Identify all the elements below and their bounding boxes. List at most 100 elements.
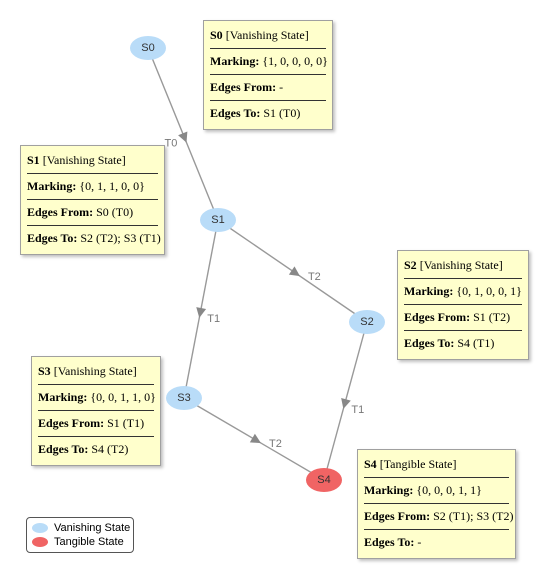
edge-s1-s3: T1 bbox=[183, 219, 220, 399]
legend-vanishing-label: Vanishing State bbox=[54, 522, 131, 534]
legend: Vanishing State Tangible State bbox=[26, 517, 134, 553]
state-info-s4: S4 [Tangible State]Marking: {0, 0, 0, 1,… bbox=[357, 449, 516, 559]
state-node-label: S3 bbox=[177, 392, 190, 404]
legend-tangible: Tangible State bbox=[32, 535, 128, 549]
edges-to-row-value: S1 (T0) bbox=[263, 106, 301, 120]
state-node-s4[interactable]: S4 bbox=[306, 468, 342, 492]
state-title-label: S3 bbox=[38, 364, 51, 378]
state-title-value: Vanishing State bbox=[46, 153, 122, 167]
arrow-head-icon bbox=[288, 266, 300, 277]
marking-row: Marking: {0, 1, 1, 0, 0} bbox=[27, 174, 158, 200]
edges-to-row-value: S2 (T2); S3 (T1) bbox=[80, 231, 161, 245]
edge-label: T1 bbox=[351, 404, 364, 416]
state-node-shape[interactable] bbox=[306, 468, 342, 492]
state-node-s1[interactable]: S1 bbox=[200, 208, 236, 232]
arrow-head-icon bbox=[341, 397, 351, 409]
edge-s2-s4: T1 bbox=[323, 321, 368, 481]
edges-from-row: Edges From: S1 (T1) bbox=[38, 411, 154, 437]
legend-tangible-label: Tangible State bbox=[54, 536, 124, 548]
edges-from-row-value: S0 (T0) bbox=[96, 205, 134, 219]
edges-from-row-value: S1 (T2) bbox=[473, 310, 511, 324]
state-node-label: S4 bbox=[317, 474, 330, 486]
edges-to-row: Edges To: S2 (T2); S3 (T1) bbox=[27, 226, 161, 251]
edge-s0-s1: T0 bbox=[147, 47, 219, 221]
state-title-label: S4 bbox=[364, 457, 377, 471]
edge-label: T0 bbox=[165, 138, 178, 150]
edges-to-row: Edges To: S1 (T0) bbox=[210, 101, 326, 126]
edges-from-row-label: Edges From: bbox=[27, 205, 94, 219]
edges-from-row: Edges From: S0 (T0) bbox=[27, 200, 158, 226]
marking-row-label: Marking: bbox=[404, 284, 454, 298]
marking-row-label: Marking: bbox=[27, 179, 77, 193]
edge-s1-s2: T2 bbox=[217, 219, 368, 323]
state-title-label: S0 bbox=[210, 28, 223, 42]
state-title: S3 [Vanishing State] bbox=[38, 359, 154, 385]
marking-row: Marking: {0, 1, 0, 0, 1} bbox=[404, 279, 522, 305]
state-title-value: Vanishing State bbox=[229, 28, 305, 42]
edge-label: T2 bbox=[269, 438, 282, 450]
state-info-s0: S0 [Vanishing State]Marking: {1, 0, 0, 0… bbox=[203, 20, 333, 130]
marking-row-label: Marking: bbox=[38, 390, 88, 404]
state-info-s3: S3 [Vanishing State]Marking: {0, 0, 1, 1… bbox=[31, 356, 161, 466]
tangible-swatch bbox=[32, 537, 48, 547]
edges-to-row-label: Edges To: bbox=[404, 336, 455, 350]
edges-to-row-label: Edges To: bbox=[364, 535, 415, 549]
state-node-label: S1 bbox=[211, 214, 224, 226]
marking-row-value: {0, 1, 1, 0, 0} bbox=[79, 179, 145, 193]
arrow-head-icon bbox=[249, 433, 261, 444]
state-title: S1 [Vanishing State] bbox=[27, 148, 158, 174]
state-title-value: Tangible State bbox=[383, 457, 453, 471]
edges-to-row-label: Edges To: bbox=[38, 442, 89, 456]
edges-to-row-value: - bbox=[417, 535, 422, 549]
edges-to-row: Edges To: - bbox=[364, 530, 509, 555]
arrow-head-icon bbox=[196, 307, 207, 318]
marking-row: Marking: {0, 0, 0, 1, 1} bbox=[364, 478, 509, 504]
edges-from-row: Edges From: S2 (T1); S3 (T2) bbox=[364, 504, 513, 530]
state-node-s3[interactable]: S3 bbox=[166, 386, 202, 410]
edges-from-row-label: Edges From: bbox=[404, 310, 471, 324]
state-title: S4 [Tangible State] bbox=[364, 452, 509, 478]
state-info-s2: S2 [Vanishing State]Marking: {0, 1, 0, 0… bbox=[397, 250, 529, 360]
marking-row: Marking: {1, 0, 0, 0, 0} bbox=[210, 49, 328, 75]
edges-from-row-value: S2 (T1); S3 (T2) bbox=[433, 509, 514, 523]
marking-row-value: {0, 0, 1, 1, 0} bbox=[90, 390, 156, 404]
marking-row: Marking: {0, 0, 1, 1, 0} bbox=[38, 385, 156, 411]
state-node-shape[interactable] bbox=[166, 386, 202, 410]
state-info-s1: S1 [Vanishing State]Marking: {0, 1, 1, 0… bbox=[20, 145, 165, 255]
marking-row-label: Marking: bbox=[210, 54, 260, 68]
state-title-label: S2 bbox=[404, 258, 417, 272]
marking-row-label: Marking: bbox=[364, 483, 414, 497]
edge-s3-s4: T2 bbox=[183, 397, 325, 481]
state-node-label: S2 bbox=[360, 316, 373, 328]
edges-to-row-value: S4 (T1) bbox=[457, 336, 495, 350]
marking-row-value: {0, 0, 0, 1, 1} bbox=[416, 483, 482, 497]
arrow-head-icon bbox=[178, 131, 188, 143]
state-node-shape[interactable] bbox=[130, 36, 166, 60]
legend-vanishing: Vanishing State bbox=[32, 521, 131, 535]
edges-from-row: Edges From: S1 (T2) bbox=[404, 305, 522, 331]
state-node-label: S0 bbox=[141, 42, 154, 54]
edges-from-row: Edges From: - bbox=[210, 75, 326, 101]
edge-label: T1 bbox=[207, 313, 220, 325]
edges-to-row-label: Edges To: bbox=[27, 231, 78, 245]
state-title: S0 [Vanishing State] bbox=[210, 23, 326, 49]
state-title-value: Vanishing State bbox=[57, 364, 133, 378]
edges-from-row-label: Edges From: bbox=[364, 509, 431, 523]
state-node-shape[interactable] bbox=[200, 208, 236, 232]
state-node-shape[interactable] bbox=[349, 310, 385, 334]
edges-to-row-value: S4 (T2) bbox=[91, 442, 129, 456]
state-node-s0[interactable]: S0 bbox=[130, 36, 166, 60]
state-title-value: Vanishing State bbox=[423, 258, 499, 272]
marking-row-value: {1, 0, 0, 0, 0} bbox=[262, 54, 328, 68]
edges-from-row-label: Edges From: bbox=[38, 416, 105, 430]
edges-from-row-value: - bbox=[279, 80, 284, 94]
vanishing-swatch bbox=[32, 523, 48, 533]
edge-label: T2 bbox=[308, 271, 321, 283]
marking-row-value: {0, 1, 0, 0, 1} bbox=[456, 284, 522, 298]
state-node-s2[interactable]: S2 bbox=[349, 310, 385, 334]
state-title: S2 [Vanishing State] bbox=[404, 253, 522, 279]
edges-to-row-label: Edges To: bbox=[210, 106, 261, 120]
edges-from-row-label: Edges From: bbox=[210, 80, 277, 94]
state-title-label: S1 bbox=[27, 153, 40, 167]
